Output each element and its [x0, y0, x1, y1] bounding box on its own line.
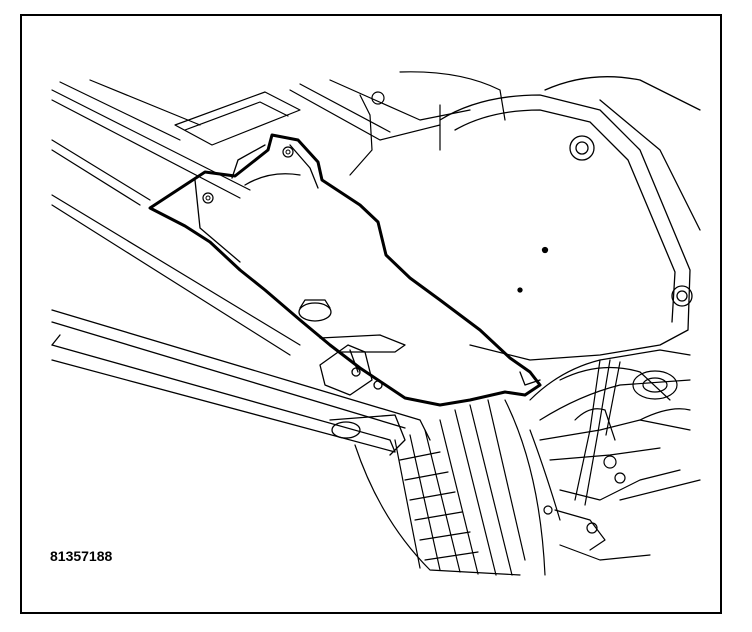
illustration-frame — [20, 14, 722, 614]
fastener-icon — [202, 192, 214, 204]
crossmember — [51, 309, 431, 456]
fastener-icon — [282, 146, 294, 158]
fuel-tank-panel — [439, 76, 701, 361]
tire — [354, 399, 546, 576]
splash-shield — [148, 133, 542, 407]
underbody-structure — [51, 71, 506, 356]
suspension-components — [529, 349, 701, 561]
shield-hole — [298, 302, 332, 322]
figure-id-label: 81357188 — [50, 548, 113, 564]
